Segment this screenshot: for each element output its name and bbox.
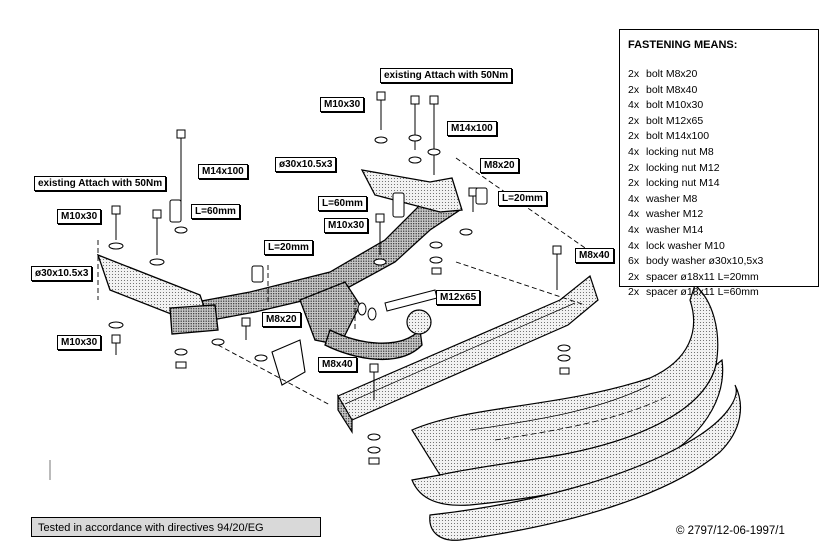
legend-item-text: lock washer M10 [646,239,725,252]
legend-item: 2x bolt M8x20 [628,67,763,83]
legend-item-text: bolt M14x100 [646,130,710,143]
legend-item-qty: 4x [628,239,640,252]
legend-item-text: spacer ø18x11 L=60mm [646,286,759,299]
electrical-socket-bracket [271,339,306,386]
label-bolt-m10x30-left-top: M10x30 [57,209,102,224]
legend-title: FASTENING MEANS: [628,39,738,51]
legend-item-text: locking nut M8 [646,145,714,158]
label-body-washer-right: ø30x10.5x3 [275,157,337,172]
legend-item-text: locking nut M14 [646,177,720,190]
legend-item-qty: 2x [628,130,640,143]
bolts [111,91,562,400]
legend-item: 4x locking nut M8 [628,145,763,161]
legend-item-text: body washer ø30x10,5x3 [646,255,764,268]
label-bolt-m8x20-right: M8x20 [480,158,519,173]
bumper-cover [411,283,742,541]
legend-item-qty: 2x [628,270,640,283]
legend-item-qty: 4x [628,223,640,236]
label-existing-attach-left: existing Attach with 50Nm [34,176,167,191]
legend-item-text: locking nut M12 [646,161,720,174]
legend-item-text: spacer ø18x11 L=20mm [646,270,759,283]
label-bolt-m10x30-top: M10x30 [320,97,365,112]
test-note: Tested in accordance with directives 94/… [31,517,321,537]
copyright: © 2797/12-06-1997/1 [676,525,785,537]
legend-item-qty: 4x [628,192,640,205]
legend-item: 4x bolt M10x30 [628,98,763,114]
legend-item-text: washer M14 [646,223,704,236]
label-spacer-l60-right: L=60mm [318,196,367,211]
legend-item-text: washer M8 [646,192,698,205]
legend-item: 2x bolt M8x40 [628,83,763,99]
legend-item-text: bolt M8x40 [646,83,698,96]
label-bolt-m8x40-center: M8x40 [318,357,357,372]
legend-item-qty: 4x [628,99,640,112]
legend-item-qty: 2x [628,286,640,299]
legend-list: 2x bolt M8x20 2x bolt M8x40 4x bolt M10x30 2x b… [628,67,763,301]
label-spacer-l20-center: L=20mm [264,240,313,255]
legend-item: 2x locking nut M12 [628,161,763,177]
legend-item: 4x washer M12 [628,207,763,223]
fastening-means-legend: FASTENING MEANS: 2x bolt M8x20 2x bolt M8x4… [619,29,819,298]
spacers [169,187,488,283]
legend-item-qty: 2x [628,161,640,174]
legend-item-text: bolt M10x30 [646,99,704,112]
label-body-washer-left: ø30x10.5x3 [31,266,93,281]
legend-item-text: bolt M12x65 [646,114,704,127]
label-bolt-m8x40-right: M8x40 [575,248,614,263]
label-spacer-l20-right: L=20mm [498,191,547,206]
legend-item-qty: 6x [628,255,640,268]
legend-item-qty: 2x [628,177,640,190]
legend-item-qty: 2x [628,83,640,96]
label-spacer-l60-left: L=60mm [191,204,240,219]
label-bolt-m8x20-left: M8x20 [262,312,301,327]
legend-item-qty: 2x [628,68,640,80]
legend-item: 2x locking nut M14 [628,176,763,192]
legend-item: 2x spacer ø18x11 L=20mm [628,270,763,286]
tow-ball [406,309,432,335]
legend-item: 4x washer M14 [628,223,763,239]
label-existing-attach-right: existing Attach with 50Nm [380,68,513,83]
legend-item: 2x bolt M14x100 [628,129,763,145]
legend-item: 4x lock washer M10 [628,239,763,255]
legend-item-qty: 4x [628,208,640,221]
legend-item: 2x spacer ø18x11 L=60mm [628,285,763,301]
label-bolt-m14x100-left: M14x100 [198,164,248,179]
label-bolt-m12x65: M12x65 [436,290,481,305]
legend-item: 6x body washer ø30x10,5x3 [628,254,763,270]
legend-item: 4x washer M8 [628,192,763,208]
label-bolt-m10x30-right: M10x30 [324,218,369,233]
legend-item: 2x bolt M12x65 [628,114,763,130]
label-bolt-m10x30-left-bottom: M10x30 [57,335,102,350]
legend-item-qty: 4x [628,145,640,158]
legend-item-qty: 2x [628,114,640,127]
towbar-crossbar [96,169,463,361]
legend-item-text: bolt M8x20 [646,68,698,80]
washers-and-nuts [108,134,571,465]
label-bolt-m14x100-right: M14x100 [447,121,497,136]
bumper-beam [337,274,599,435]
legend-item-text: washer M12 [646,208,704,221]
